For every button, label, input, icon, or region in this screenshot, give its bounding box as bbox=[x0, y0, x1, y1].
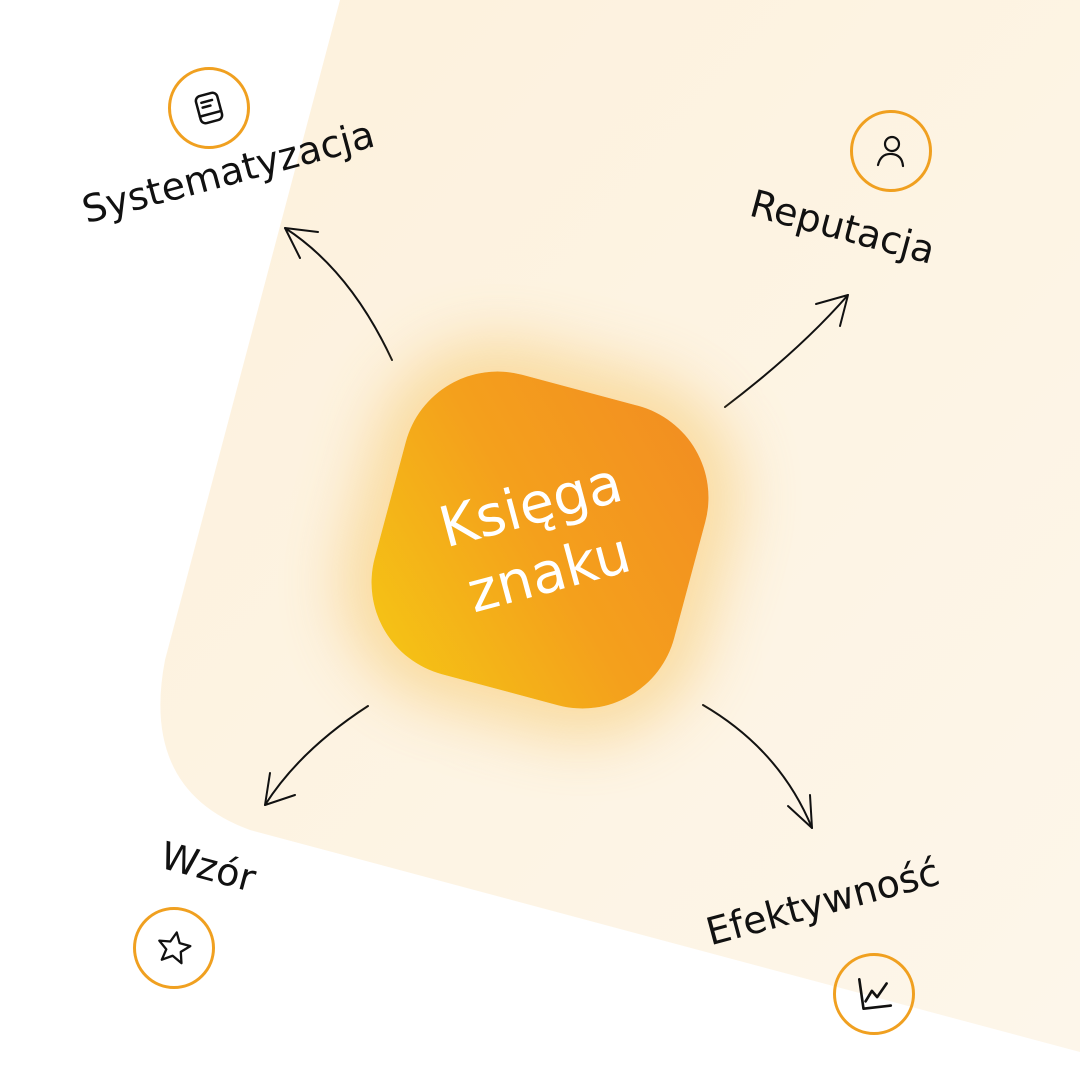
chart-line-icon bbox=[833, 953, 915, 1035]
arrow-efektywnosc bbox=[702, 704, 813, 829]
user-icon bbox=[850, 110, 932, 192]
arrow-systematyzacja bbox=[284, 227, 393, 361]
arrow-wzor bbox=[264, 705, 369, 806]
star-icon bbox=[133, 907, 215, 989]
book-icon bbox=[168, 67, 250, 149]
arrow-reputacja bbox=[724, 294, 849, 408]
